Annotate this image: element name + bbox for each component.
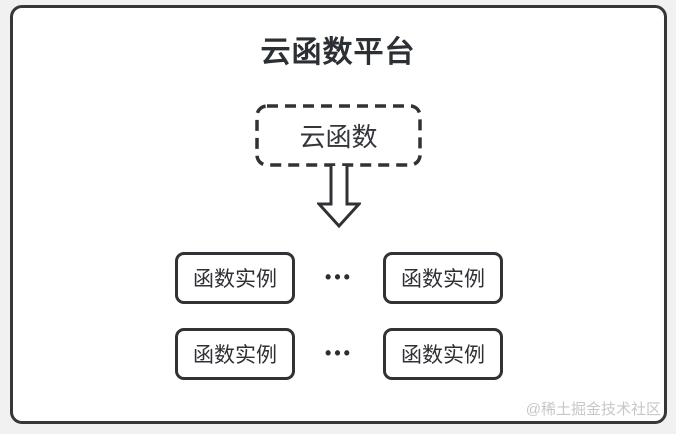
function-instance-node: 函数实例 [383, 252, 503, 304]
ellipsis-row-2: ••• [325, 343, 353, 363]
watermark: @稀土掘金技术社区 [525, 401, 661, 418]
down-arrow-icon [317, 166, 361, 228]
function-instance-node: 函数实例 [175, 328, 295, 380]
cloud-function-label: 云函数 [299, 122, 378, 152]
dashed-border [255, 104, 422, 167]
function-instance-node: 函数实例 [383, 328, 503, 380]
cloud-function-node: 云函数 [255, 104, 422, 167]
function-instance-node: 函数实例 [175, 252, 295, 304]
ellipsis-row-1: ••• [325, 267, 353, 287]
diagram-title: 云函数平台 [260, 36, 416, 69]
